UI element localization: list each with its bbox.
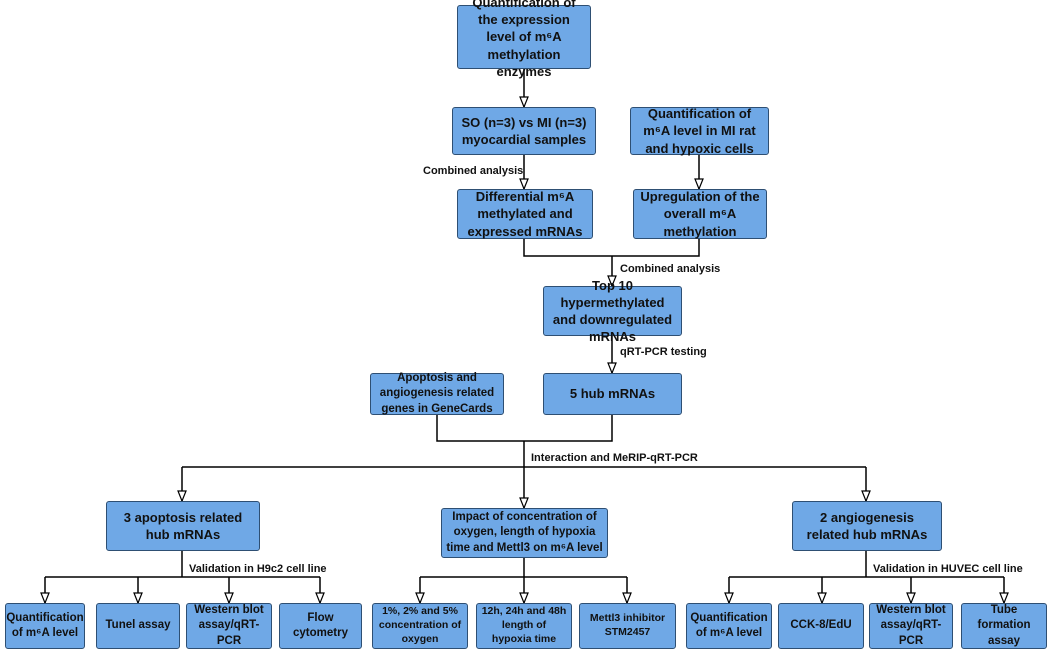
node-l-western: Western blot assay/qRT-PCR	[186, 603, 272, 649]
node-genecards: Apoptosis and angiogenesis related genes…	[370, 372, 504, 415]
node-differential: Differential m⁶A methylated and expresse…	[457, 189, 593, 239]
label-qrt: qRT-PCR testing	[620, 346, 707, 358]
node-l-quant: Quantification of m⁶A level	[5, 603, 85, 649]
connector-merge-hubs	[436, 415, 613, 442]
node-enzymes: Quantification of the expression level o…	[457, 0, 591, 79]
label-h9c2: Validation in H9c2 cell line	[189, 563, 327, 575]
node-cck8: CCK-8/EdU	[778, 603, 864, 649]
node-so-vs-mi: SO (n=3) vs MI (n=3) myocardial samples	[452, 107, 596, 155]
node-quant-rat: Quantification of m⁶A level in MI rat an…	[630, 106, 769, 156]
node-impact: Impact of concentration of oxygen, lengt…	[441, 508, 608, 558]
node-top10: Top 10 hypermethylated and downregulated…	[543, 278, 682, 344]
label-combined-2: Combined analysis	[620, 263, 721, 275]
label-combined-1: Combined analysis	[423, 165, 524, 177]
node-r-quant: Quantification of m⁶A level	[686, 603, 772, 649]
node-oxygen: 1%, 2% and 5% concentration of oxygen	[372, 603, 468, 649]
node-hypoxia-time: 12h, 24h and 48h length of hypoxia time	[476, 603, 572, 649]
node-inhibitor: Mettl3 inhibitor STM2457	[579, 603, 676, 649]
connector-merge-top10	[523, 239, 700, 257]
node-tube: Tube formation assay	[961, 603, 1047, 649]
node-r-western: Western blot assay/qRT-PCR	[869, 603, 953, 649]
node-flow: Flow cytometry	[279, 603, 362, 649]
node-upregulation: Upregulation of the overall m⁶A methylat…	[633, 189, 767, 239]
node-tunel: Tunel assay	[96, 603, 180, 649]
node-apoptosis-hub: 3 apoptosis related hub mRNAs	[106, 501, 260, 551]
node-angiogenesis-hub: 2 angiogenesis related hub mRNAs	[792, 501, 942, 551]
node-hub5: 5 hub mRNAs	[543, 373, 682, 415]
label-interaction: Interaction and MeRIP-qRT-PCR	[531, 452, 698, 464]
label-huvec: Validation in HUVEC cell line	[873, 563, 1023, 575]
